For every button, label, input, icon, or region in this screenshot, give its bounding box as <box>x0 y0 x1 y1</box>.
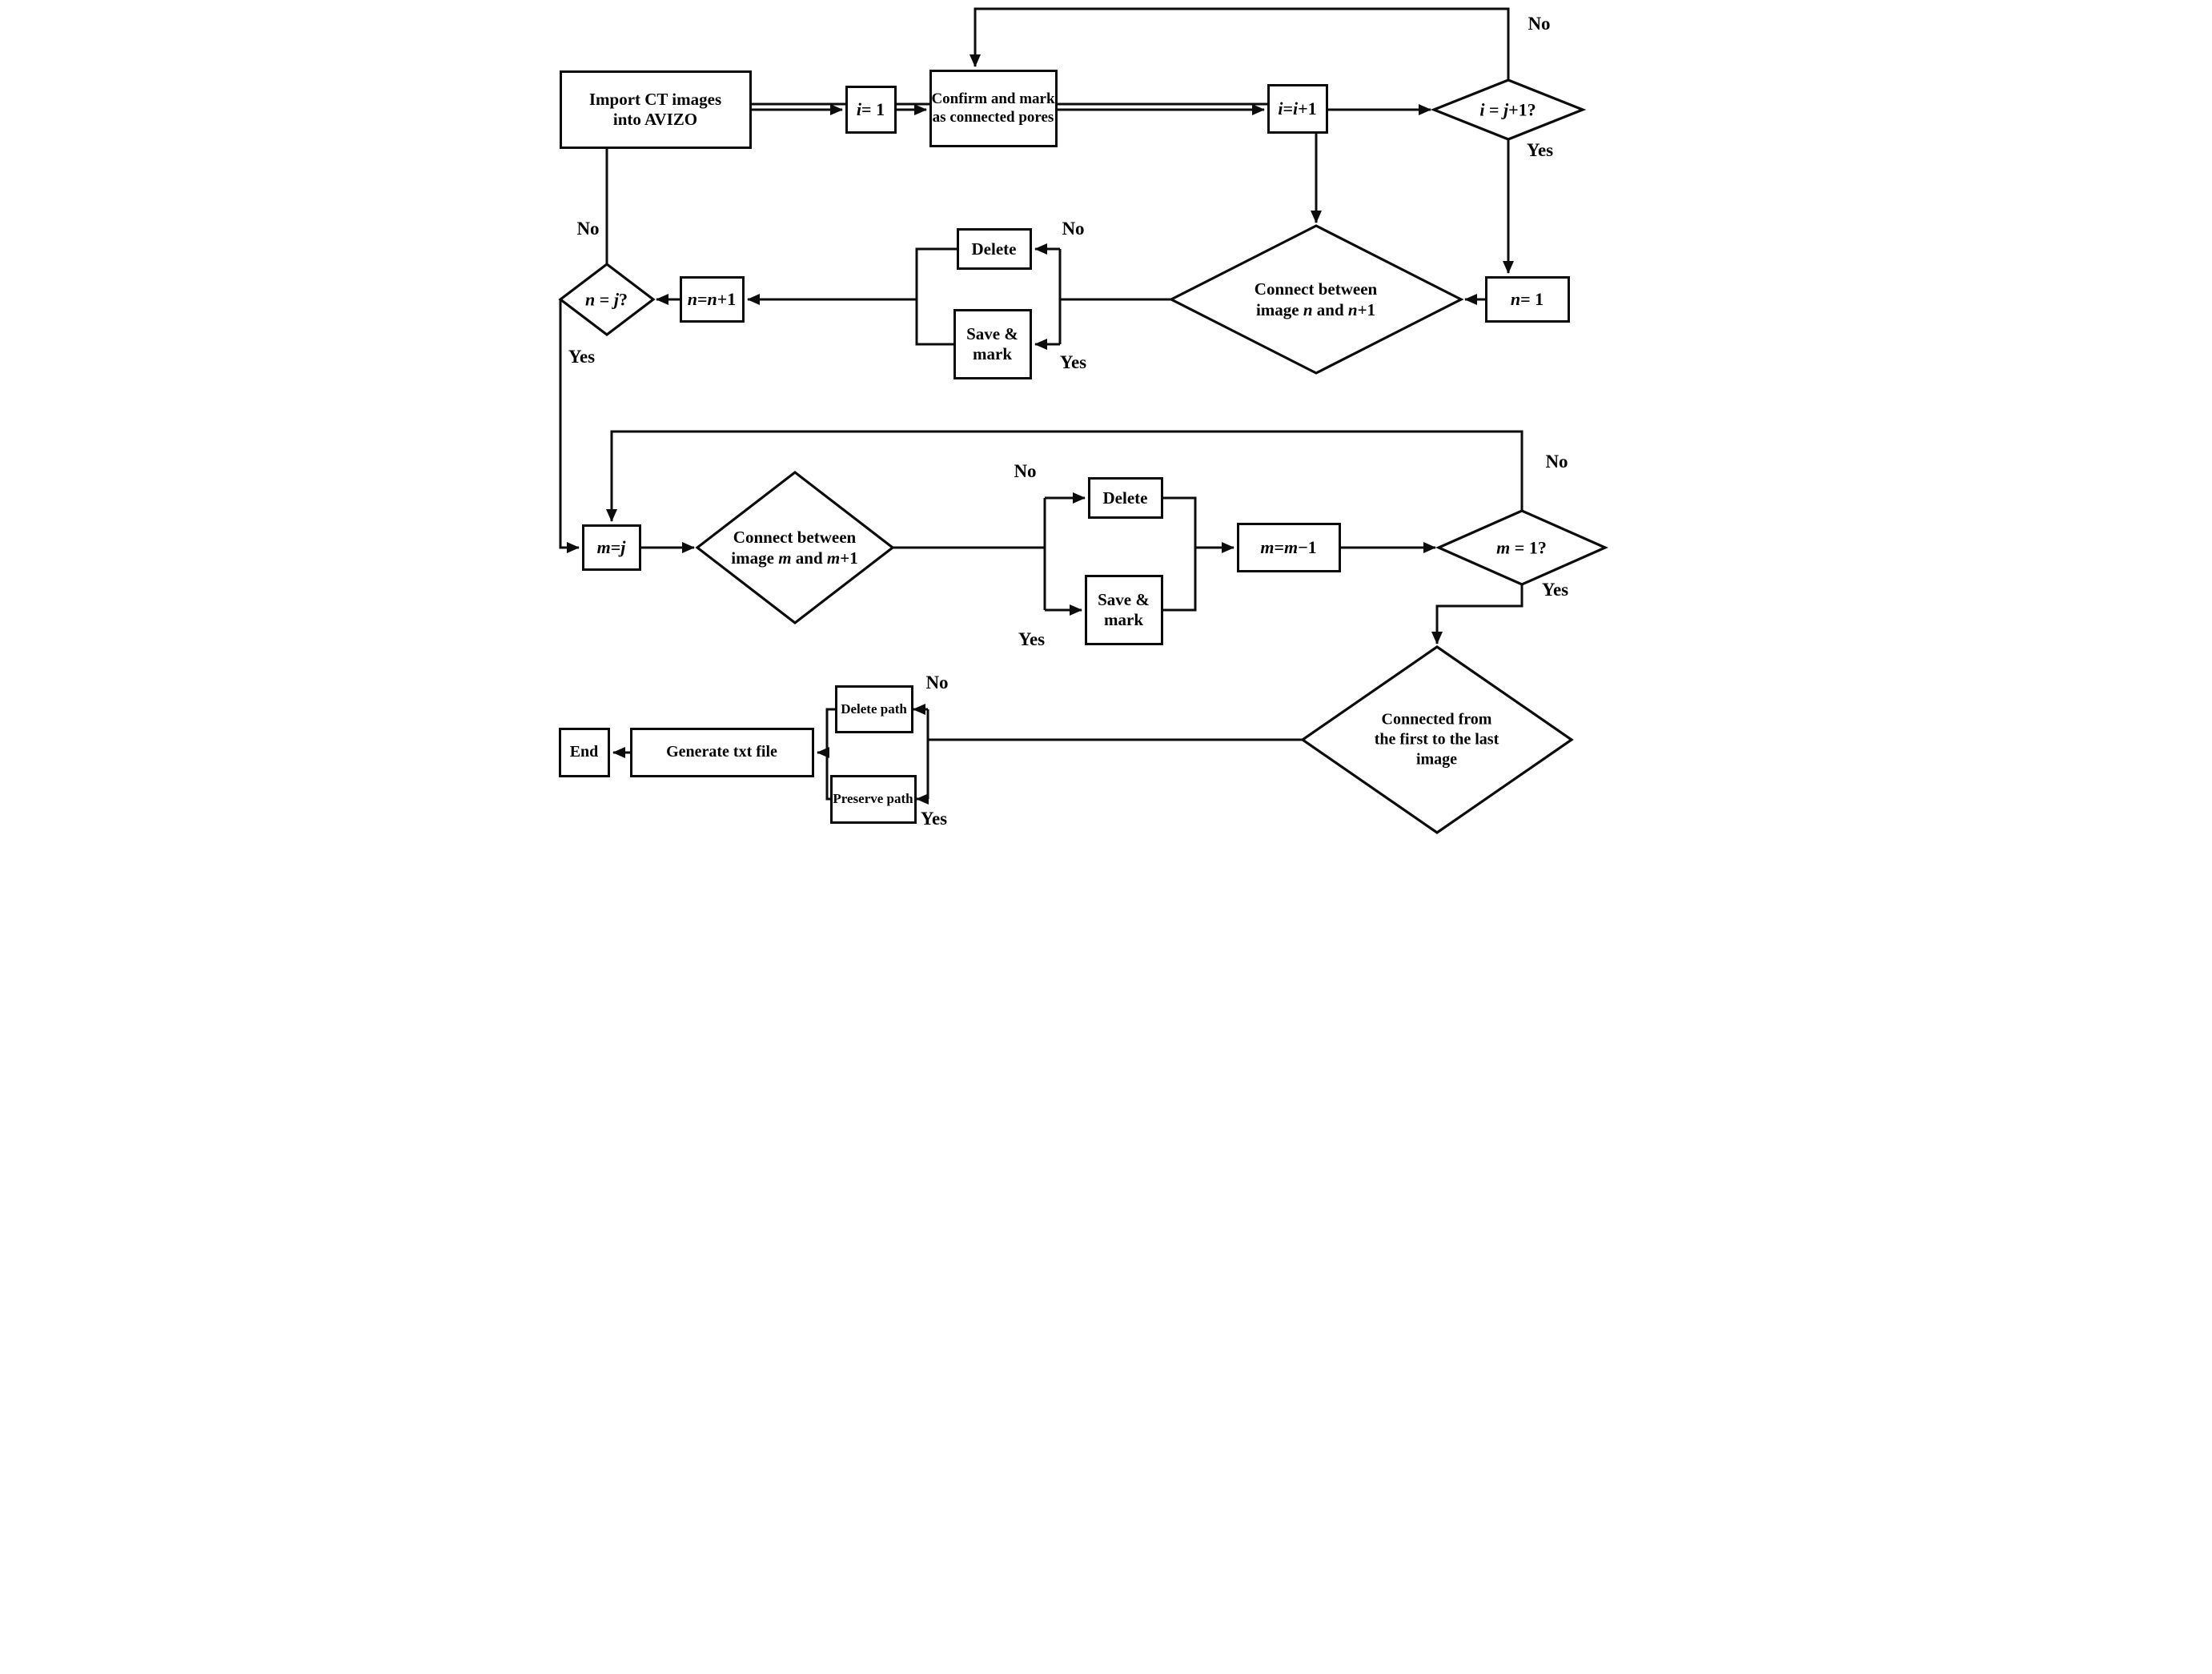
feedback-mcheck-no-to-mj <box>605 430 1523 522</box>
delete-box-row2: Delete <box>956 228 1032 270</box>
feedback-icheck-no-to-confirm <box>969 7 1509 80</box>
n-increment-box: n = n+1 <box>679 276 745 323</box>
m-init-box: m = j <box>581 524 641 571</box>
i-check-diamond-label: i = j+1? <box>1479 99 1536 120</box>
line-join-row3 <box>1162 496 1196 612</box>
preserve-path-box: Preserve path <box>829 775 917 824</box>
connect-m-diamond-shape <box>694 470 895 625</box>
no-label-m-check: No <box>1545 452 1568 472</box>
yes-label-i-check: Yes <box>1526 140 1554 160</box>
m-decrement-box: m = m−1 <box>1236 523 1341 572</box>
delete-box-row3: Delete <box>1087 477 1163 519</box>
n-check-diamond-label: n = j? <box>585 289 628 310</box>
yes-label-m-check: Yes <box>1541 580 1569 600</box>
yes-label-save-row2: Yes <box>1059 352 1087 372</box>
yes-label-n-check: Yes <box>568 347 596 367</box>
generate-txt-box: Generate txt file <box>629 728 814 777</box>
no-label-i-check: No <box>1528 14 1551 34</box>
connect-n-diamond-shape <box>1167 224 1464 375</box>
m-check-diamond-shape <box>1435 509 1608 586</box>
connector-lines <box>557 7 1608 834</box>
save-mark-box-row3: Save &mark <box>1084 575 1163 645</box>
m-check-diamond-label: m = 1? <box>1496 537 1547 558</box>
line-join-row2 <box>915 247 957 346</box>
i-init-box: i = 1 <box>845 86 897 134</box>
no-label-n-check: No <box>576 219 600 239</box>
delete-path-box: Delete path <box>834 685 913 733</box>
no-label-connected-check: No <box>925 672 949 692</box>
line-ncheck-yes-to-mj <box>559 299 580 553</box>
n-init-box: n = 1 <box>1484 276 1570 323</box>
connected-check-diamond-shape <box>1299 645 1574 834</box>
end-box: End <box>558 728 610 777</box>
no-label-delete-row3: No <box>1014 461 1037 481</box>
i-check-diamond-shape <box>1430 78 1586 141</box>
no-label-delete-row2: No <box>1062 219 1085 239</box>
yes-label-connected-check: Yes <box>920 809 948 829</box>
n-check-diamond-shape <box>557 262 656 337</box>
line-mcheck-yes-to-connected <box>1431 584 1523 644</box>
yes-label-save-row3: Yes <box>1018 629 1046 649</box>
save-mark-box-row2: Save &mark <box>953 309 1032 379</box>
i-increment-box: i = i+1 <box>1267 84 1328 134</box>
